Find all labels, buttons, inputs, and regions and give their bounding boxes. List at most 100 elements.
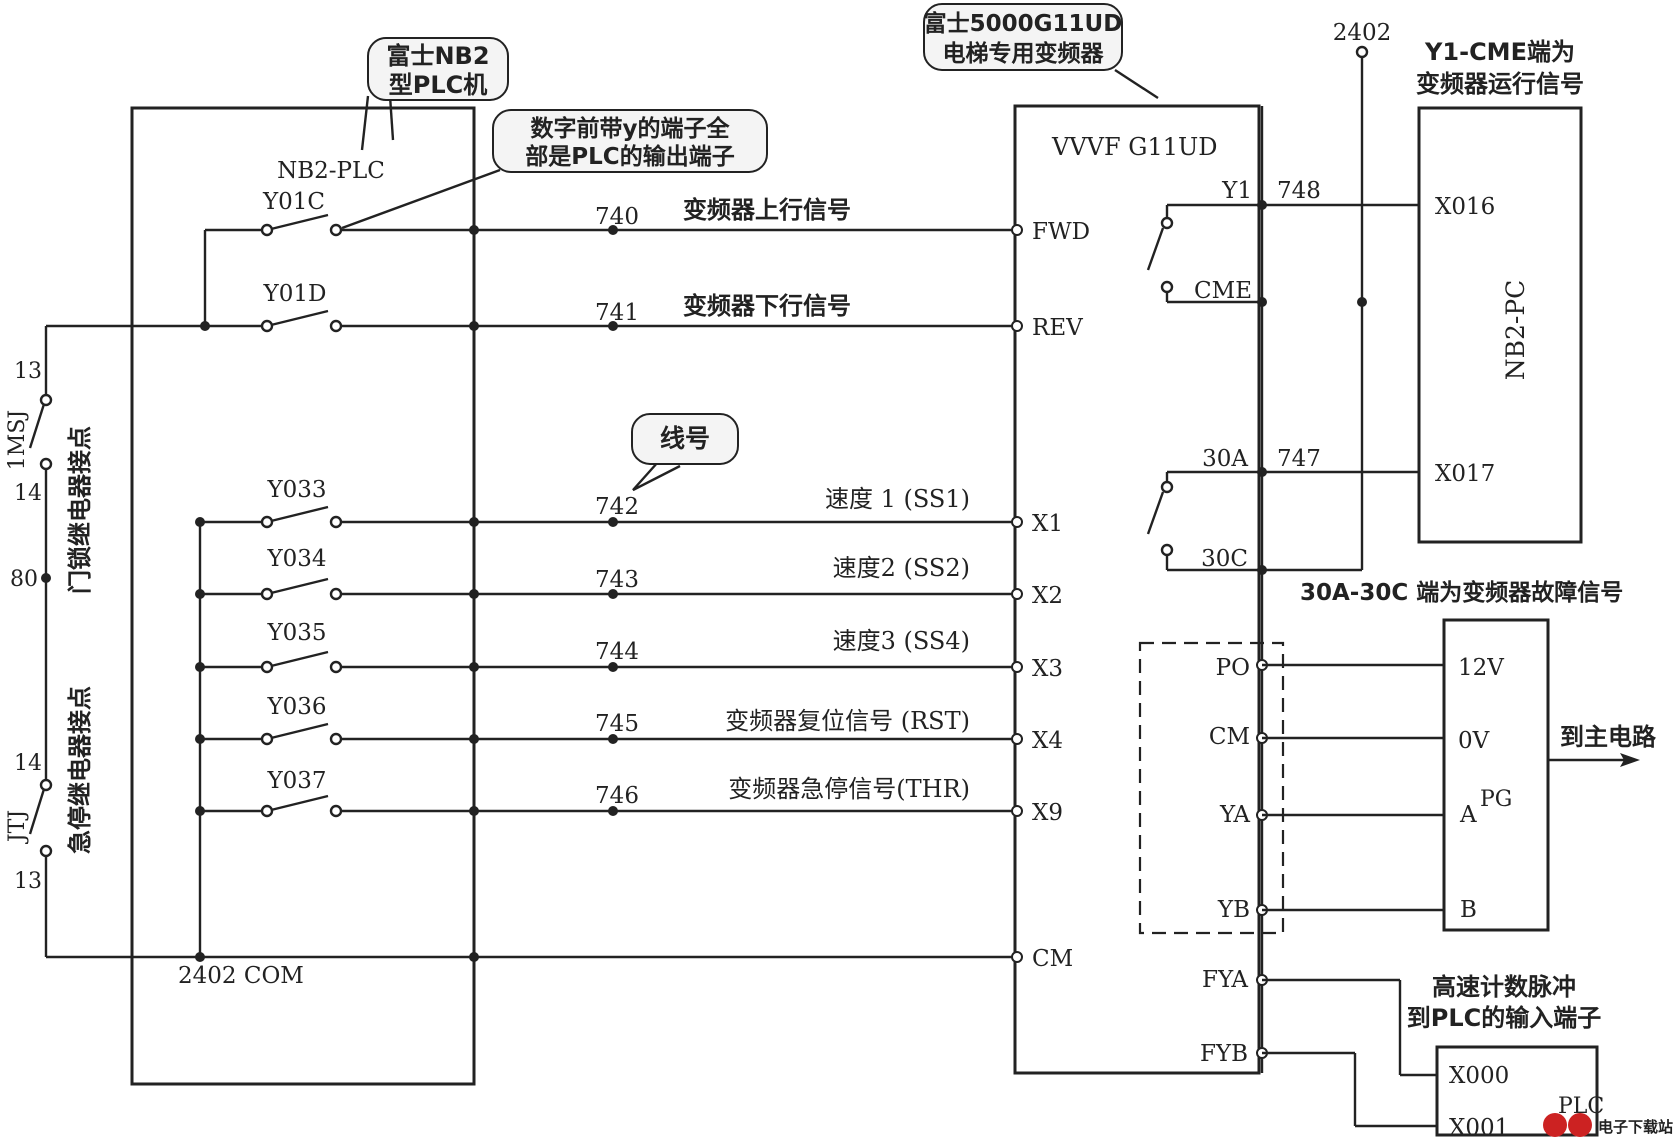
line-2402 (1262, 45, 1369, 572)
terminal-x1: X1 (1032, 511, 1063, 537)
pg-terminal-b: B (1460, 897, 1477, 923)
nb2pc-frame (1417, 106, 1583, 544)
inverter-right-junctions (1257, 200, 1367, 575)
to-main-arrow-icon (1620, 753, 1640, 767)
relay-label-jtj: JTJ (5, 810, 30, 844)
terminal-x3: X3 (1032, 656, 1063, 682)
svg-text:富士5000G11UD: 富士5000G11UD (924, 10, 1123, 37)
terminal-yb: YB (1217, 897, 1250, 923)
wire-number-747: 747 (1277, 446, 1321, 472)
inverter-relay-contacts (1146, 203, 1262, 572)
wire-number-748: 748 (1277, 178, 1321, 204)
nb2pc-name: NB2-PC (1501, 280, 1530, 381)
plc-model: NB2-PLC (277, 158, 385, 184)
hs-note-line2: 到PLC的输入端子 (1407, 1004, 1602, 1032)
plc-frame (130, 106, 476, 1086)
relay-label-14-top: 14 (14, 481, 42, 506)
nb2pc-wires (1262, 203, 1419, 474)
door-lock-relay-label: 门锁继电器接点 (66, 426, 94, 594)
plc-contacts (198, 213, 343, 957)
plc-com-label: 2402 COM (178, 963, 304, 989)
relay-label-13-bottom: 13 (14, 869, 42, 894)
wire-junctions (469, 225, 618, 962)
watermark-logo: 电子下载站 (1543, 1113, 1673, 1137)
to-main-circuit: 到主电路 (1560, 723, 1657, 751)
svg-text:型PLC机: 型PLC机 (389, 71, 488, 99)
inverter-title: VVVF G11UD (1051, 133, 1217, 161)
hs-note-line1: 高速计数脉冲 (1432, 973, 1576, 1001)
svg-text:富士NB2: 富士NB2 (386, 42, 489, 70)
hs-wires (1262, 978, 1437, 1128)
wire-number-740: 740 (595, 204, 639, 230)
terminal-ya: YA (1219, 802, 1250, 828)
terminal-fya: FYA (1202, 967, 1248, 993)
wire-number-745: 745 (595, 711, 639, 737)
relay-label-13-top: 13 (14, 359, 42, 384)
wire-number-744: 744 (595, 639, 639, 665)
pg-name: PG (1480, 787, 1512, 812)
output-label-y01d: Y01D (263, 281, 327, 307)
nb2pc-input-x017: X017 (1435, 461, 1495, 487)
terminal-cme: CME (1194, 278, 1252, 304)
plc-note-callout: 数字前带y的端子全 部是PLC的输出端子 (341, 109, 768, 230)
hs-input-x001: X001 (1449, 1115, 1509, 1141)
plc-callout: 富士NB2 型PLC机 (360, 37, 509, 151)
terminal-rev: REV (1032, 315, 1083, 341)
signal-rev: 变频器下行信号 (683, 292, 851, 320)
signal-ss1: 速度 1 (SS1) (825, 485, 970, 513)
signal-ss2: 速度2 (SS2) (833, 554, 970, 582)
pg-terminal-0v: 0V (1458, 728, 1490, 754)
hs-input-x000: X000 (1449, 1063, 1509, 1089)
signal-ss4: 速度3 (SS4) (833, 627, 970, 655)
relay-junction-80 (41, 573, 51, 583)
svg-text:部是PLC的输出端子: 部是PLC的输出端子 (525, 143, 734, 170)
signal-thr: 变频器急停信号(THR) (728, 775, 970, 803)
nb2pc-note-line2: 变频器运行信号 (1416, 70, 1584, 98)
fault-note: 30A-30C 端为变频器故障信号 (1300, 579, 1623, 606)
terminal-cm: CM (1032, 946, 1073, 972)
output-label-y036: Y036 (266, 694, 326, 720)
terminal-x4: X4 (1032, 728, 1063, 754)
hs-plc-frame (1435, 1045, 1599, 1137)
output-label-y034: Y034 (266, 546, 326, 572)
wire-number-743: 743 (595, 567, 639, 593)
output-label-y035: Y035 (266, 620, 326, 646)
terminal-x2: X2 (1032, 583, 1063, 609)
output-label-y01c: Y01C (262, 189, 325, 215)
emergency-relay-label: 急停继电器接点 (66, 686, 94, 854)
label-2402: 2402 (1333, 20, 1392, 46)
pg-wires (1262, 663, 1635, 912)
wire-number-746: 746 (595, 783, 639, 809)
terminal-x9: X9 (1032, 800, 1063, 826)
terminal-cm-pg: CM (1209, 724, 1250, 750)
watermark-site: 电子下载站 (1598, 1118, 1673, 1136)
plc-junctions (195, 321, 210, 962)
pg-terminal-a: A (1459, 802, 1477, 828)
terminal-30c: 30C (1201, 546, 1248, 572)
terminal-fyb: FYB (1200, 1041, 1248, 1067)
inverter-callout: 富士5000G11UD 电梯专用变频器 (923, 3, 1159, 100)
left-relay-chain (28, 324, 205, 959)
wire-number-742: 742 (595, 494, 639, 520)
svg-text:数字前带y的端子全: 数字前带y的端子全 (531, 115, 731, 142)
signal-rst: 变频器复位信号 (RST) (725, 707, 970, 735)
wire-number-callout: 线号 (631, 413, 739, 492)
signal-fwd: 变频器上行信号 (683, 196, 851, 224)
output-label-y037: Y037 (266, 768, 326, 794)
wire-number-741: 741 (595, 300, 639, 326)
pg-dashed-group (1138, 641, 1285, 935)
nb2pc-input-x016: X016 (1435, 194, 1495, 220)
terminal-fwd: FWD (1032, 219, 1090, 245)
relay-label-1msj: 1MSJ (5, 410, 30, 470)
relay-label-80: 80 (10, 567, 38, 592)
inverter-left-terminals (1011, 224, 1023, 963)
pg-frame (1442, 618, 1550, 932)
terminal-po: PO (1216, 655, 1250, 681)
terminal-y1: Y1 (1221, 178, 1252, 204)
pg-terminal-12v: 12V (1458, 655, 1504, 681)
output-label-y033: Y033 (266, 477, 326, 503)
svg-text:线号: 线号 (660, 424, 710, 453)
nb2pc-note-line1: Y1-CME端为 (1424, 38, 1575, 66)
relay-label-14-bottom: 14 (14, 751, 42, 776)
